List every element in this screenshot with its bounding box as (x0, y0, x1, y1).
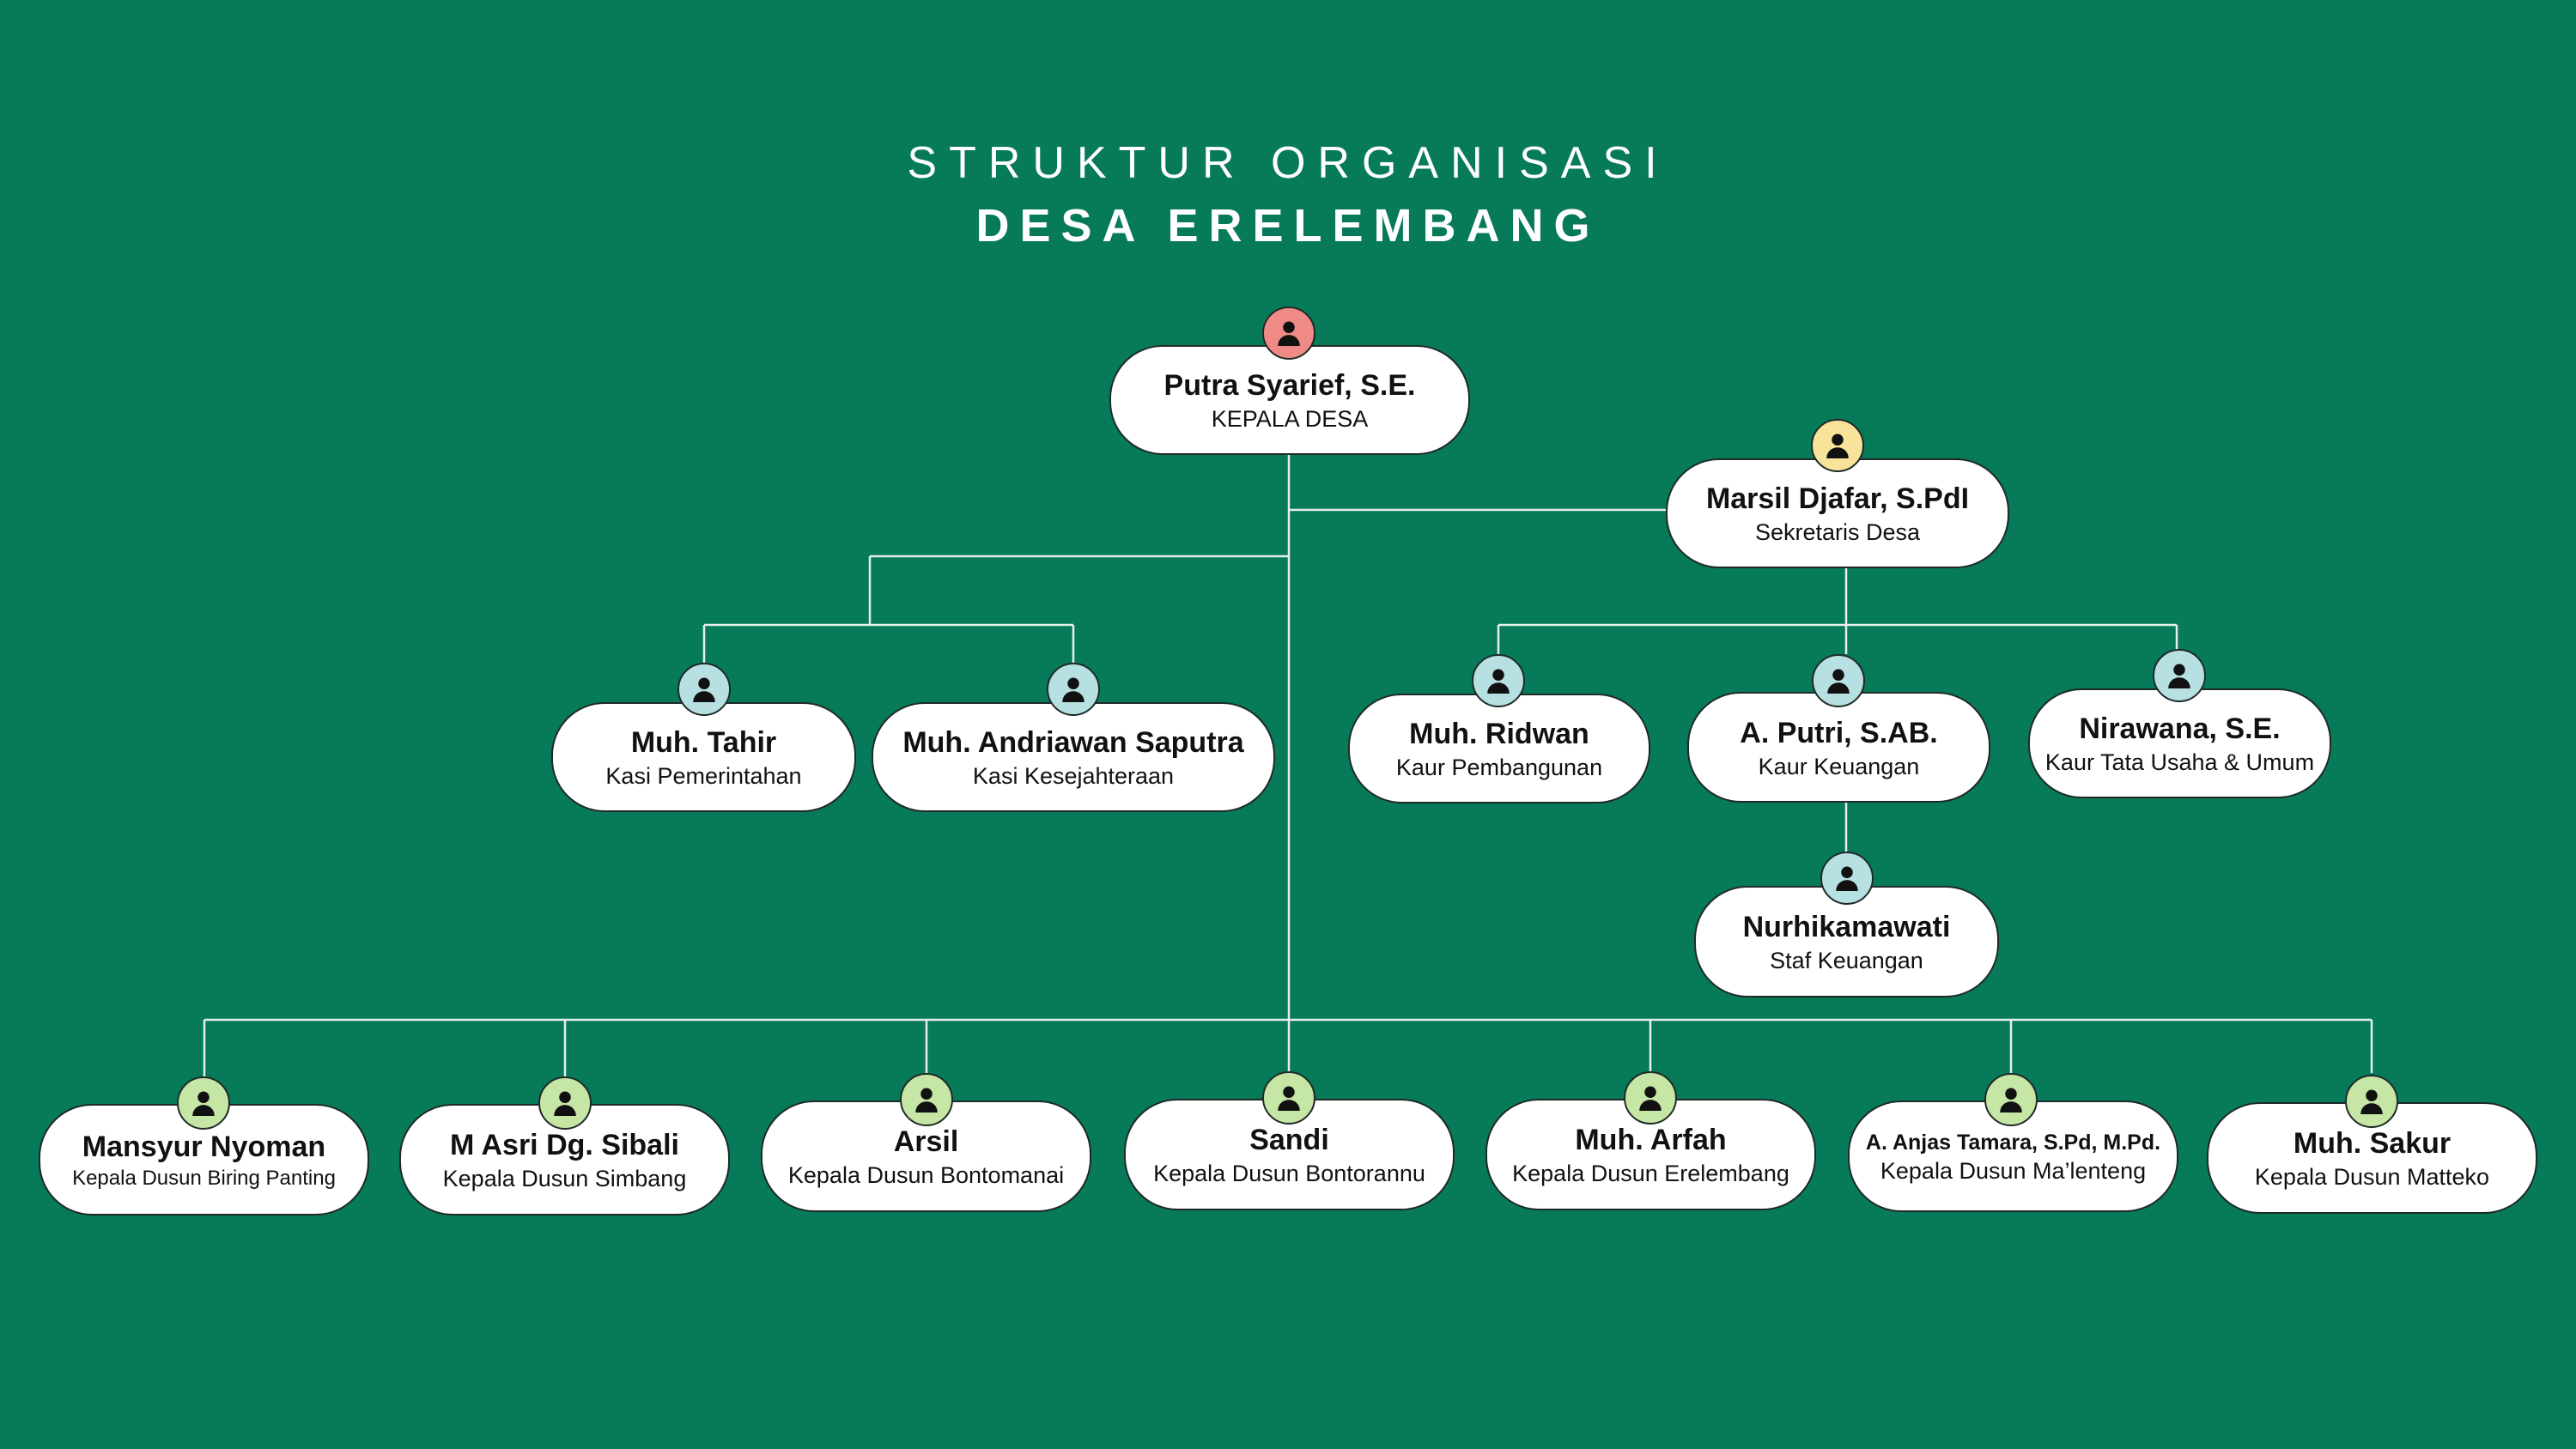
node-name: A. Anjas Tamara, S.Pd, M.Pd. (1865, 1130, 2161, 1155)
node-name: Marsil Djafar, S.PdI (1705, 482, 1970, 516)
person-icon (900, 1073, 953, 1126)
node-name: Muh. Andriawan Saputra (902, 726, 1244, 760)
node-role: Kepala Dusun Simbang (442, 1166, 687, 1192)
node-name: Muh. Ridwan (1409, 718, 1589, 751)
node-role: Kepala Dusun Bontorannu (1153, 1161, 1425, 1187)
node-kaur-pembangunan: Muh. Ridwan Kaur Pembangunan (1348, 694, 1650, 803)
person-icon (538, 1076, 592, 1130)
node-role: Kasi Kesejahteraan (972, 763, 1175, 790)
node-name: Arsil (893, 1125, 959, 1159)
node-sekretaris-desa: Marsil Djafar, S.PdI Sekretaris Desa (1666, 458, 2009, 568)
node-kaur-tata-usaha: Nirawana, S.E. Kaur Tata Usaha & Umum (2028, 688, 2331, 798)
person-icon (1984, 1073, 2038, 1126)
node-name: Muh. Tahir (630, 726, 777, 760)
node-role: Sekretaris Desa (1754, 519, 1921, 546)
person-icon (1262, 306, 1315, 360)
person-icon (677, 663, 731, 716)
node-role: Staf Keuangan (1770, 948, 1923, 974)
node-name: Muh. Sakur (2293, 1127, 2451, 1161)
person-icon (1472, 654, 1525, 707)
node-kepala-desa: Putra Syarief, S.E. KEPALA DESA (1109, 345, 1470, 455)
person-icon (1624, 1071, 1677, 1125)
chart-subtitle: DESA ERELEMBANG (975, 200, 1601, 252)
node-kasi-kesejahteraan: Muh. Andriawan Saputra Kasi Kesejahteraa… (872, 702, 1275, 812)
person-icon (1820, 852, 1874, 905)
node-role: Kepala Dusun Erelembang (1512, 1161, 1789, 1187)
node-name: Mansyur Nyoman (82, 1131, 326, 1164)
node-name: Nurhikamawati (1742, 911, 1951, 944)
node-kepala-dusun: Sandi Kepala Dusun Bontorannu (1124, 1099, 1455, 1210)
node-role: Kaur Tata Usaha & Umum (2044, 749, 2315, 776)
node-name: Nirawana, S.E. (2079, 712, 2281, 746)
person-icon (2153, 649, 2206, 702)
node-name: Muh. Arfah (1575, 1124, 1727, 1157)
node-name: A. Putri, S.AB. (1740, 716, 1938, 749)
node-name: M Asri Dg. Sibali (449, 1129, 679, 1162)
node-role: Kepala Dusun Ma’lenteng (1880, 1157, 2147, 1184)
node-kepala-dusun: M Asri Dg. Sibali Kepala Dusun Simbang (399, 1104, 730, 1216)
person-icon (177, 1076, 230, 1130)
person-icon (1811, 419, 1864, 472)
node-role: Kasi Pemerintahan (605, 763, 802, 790)
person-icon (1812, 654, 1865, 707)
node-name: Sandi (1249, 1124, 1329, 1157)
node-name: Putra Syarief, S.E. (1163, 369, 1416, 403)
person-icon (2345, 1075, 2398, 1128)
node-role: Kaur Pembangunan (1395, 755, 1603, 781)
node-role: Kepala Dusun Biring Panting (72, 1167, 336, 1191)
node-kaur-keuangan: A. Putri, S.AB. Kaur Keuangan (1687, 692, 1990, 803)
chart-title: STRUKTUR ORGANISASI (907, 138, 1669, 188)
node-role: Kaur Keuangan (1758, 753, 1920, 779)
node-kasi-pemerintahan: Muh. Tahir Kasi Pemerintahan (551, 702, 856, 812)
node-role: KEPALA DESA (1211, 406, 1369, 433)
person-icon (1262, 1071, 1315, 1125)
node-role: Kepala Dusun Bontomanai (787, 1162, 1065, 1189)
node-role: Kepala Dusun Matteko (2254, 1164, 2490, 1191)
person-icon (1047, 663, 1100, 716)
node-kepala-dusun: Mansyur Nyoman Kepala Dusun Biring Panti… (39, 1104, 369, 1216)
